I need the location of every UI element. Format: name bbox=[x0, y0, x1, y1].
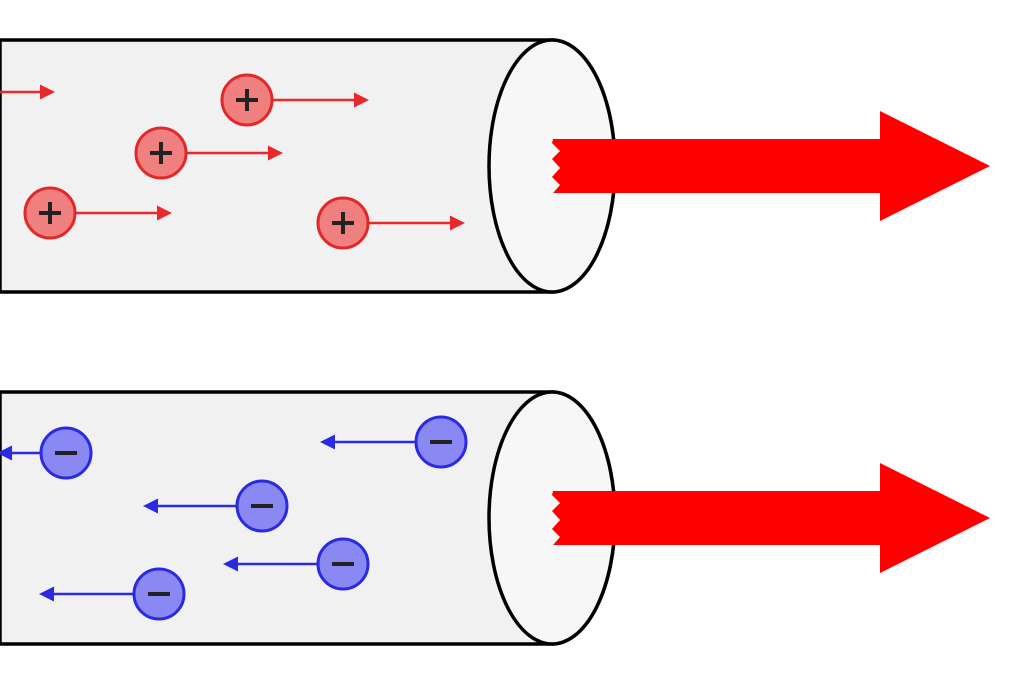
negative-charge bbox=[320, 415, 468, 469]
positive-charge bbox=[23, 186, 172, 240]
positive-charge bbox=[220, 73, 369, 127]
positive-charge bbox=[316, 196, 465, 250]
negative-charge bbox=[223, 537, 370, 591]
negative-charge bbox=[0, 426, 93, 480]
negative-charge bbox=[39, 567, 186, 621]
positive-charge-wire bbox=[0, 38, 990, 294]
negative-charge bbox=[143, 479, 289, 533]
current-direction-arrow-icon bbox=[552, 111, 990, 221]
current-direction-arrow-icon bbox=[552, 463, 990, 573]
negative-charge-wire bbox=[0, 390, 990, 646]
positive-charge bbox=[134, 126, 283, 180]
